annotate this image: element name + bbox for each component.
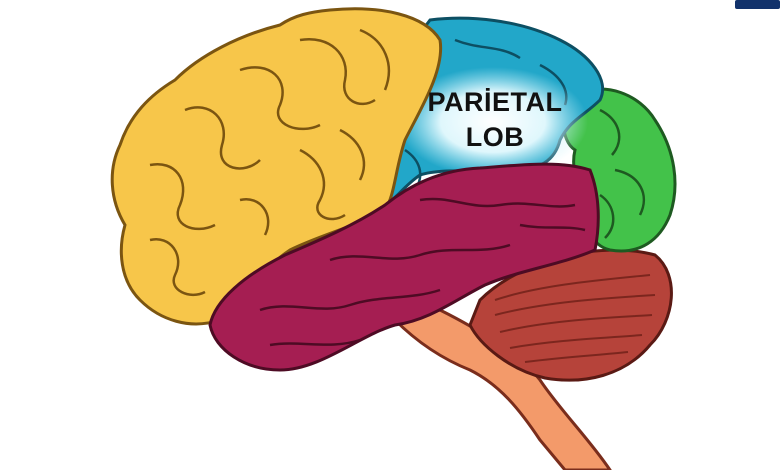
temporal-folds: [259, 197, 586, 347]
corner-mark: [735, 0, 780, 9]
parietal-label-line-2: LOB: [466, 122, 525, 152]
parietal-label-line-1: PARİETAL: [428, 87, 563, 117]
frontal-lobe: [110, 7, 443, 326]
cerebellum-folds: [494, 274, 656, 363]
occipital-folds: [599, 108, 646, 239]
label-glow: [398, 67, 588, 177]
temporal-lobe: [208, 162, 600, 372]
frontal-folds: [149, 28, 391, 297]
